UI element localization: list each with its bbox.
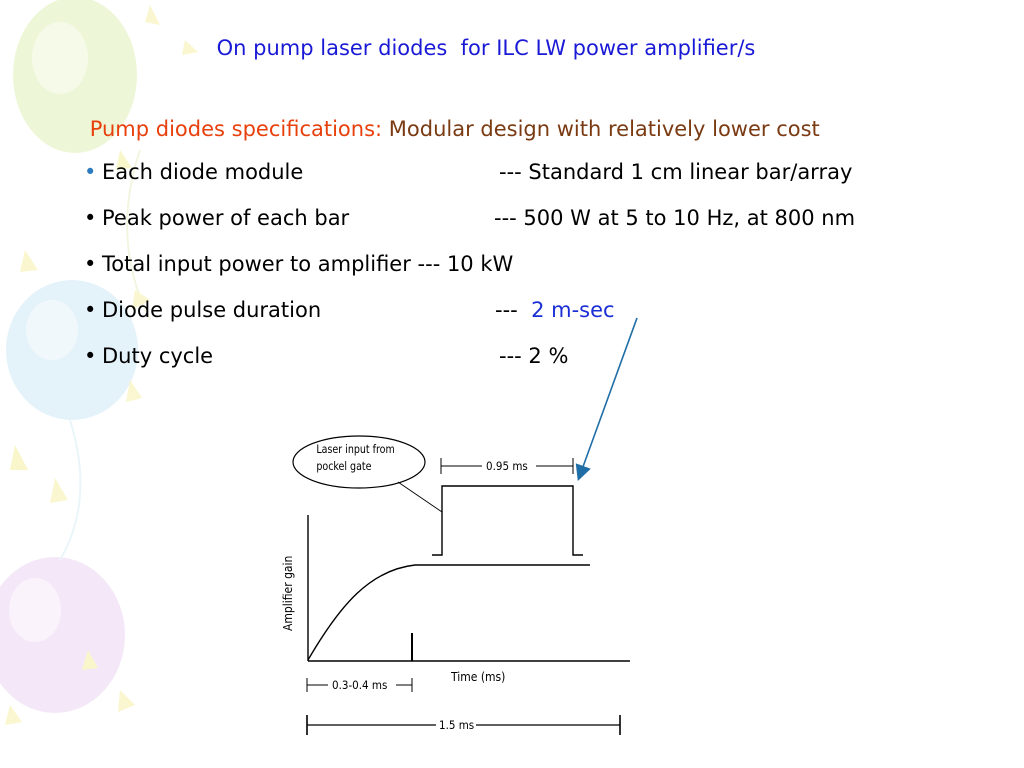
pointer-arrow xyxy=(575,317,638,482)
callout-line-2: pockel gate xyxy=(316,460,371,474)
bullet-label: Duty cycle xyxy=(102,344,214,368)
bullet-dot: • xyxy=(84,298,97,322)
slide-title: On pump laser diodes for ILC LW power am… xyxy=(216,36,756,60)
bullet-value: --- Standard 1 cm linear bar/array xyxy=(499,160,853,184)
gain-curve xyxy=(307,564,590,661)
pulse-width-label: 0.95 ms xyxy=(486,459,528,473)
bullet-item-duty-cycle: • Duty cycle --- 2 % xyxy=(84,343,984,369)
bullet-item-total-input-power: • Total input power to amplifier --- 10 … xyxy=(84,251,984,277)
gain-timing-diagram: Laser input from pockel gate 0.95 ms Amp… xyxy=(281,435,630,735)
bullet-item-peak-power: • Peak power of each bar --- 500 W at 5 … xyxy=(84,205,984,231)
callout-leader xyxy=(397,481,443,513)
x-axis-label: Time (ms) xyxy=(450,670,505,684)
bullet-value-highlight: 2 m-sec xyxy=(531,298,615,322)
bullet-label: Diode pulse duration xyxy=(102,298,322,322)
subtitle-prefix: Pump diodes specifications: xyxy=(89,117,383,141)
bullet-label: Peak power of each bar xyxy=(102,206,350,230)
bullet-label: Total input power to amplifier --- 10 kW xyxy=(102,252,514,276)
bullet-dot: • xyxy=(84,252,97,276)
bullet-value: --- 2 m-sec xyxy=(495,297,615,323)
y-axis-label: Amplifier gain xyxy=(281,556,295,631)
bullet-dot: • xyxy=(84,206,97,230)
slide-subtitle: Pump diodes specifications: Modular desi… xyxy=(63,93,820,165)
bullet-item-pulse-duration: • Diode pulse duration --- 2 m-sec xyxy=(84,297,984,323)
laser-pulse xyxy=(432,485,583,556)
total-label: 1.5 ms xyxy=(439,718,474,732)
bullet-value-prefix: --- xyxy=(495,298,532,322)
callout-bubble xyxy=(292,435,426,489)
bullet-dot: • xyxy=(84,344,97,368)
bullet-label: Each diode module xyxy=(102,160,304,184)
bullet-dot: • xyxy=(84,160,97,184)
bullet-value: --- 2 % xyxy=(499,344,569,368)
callout-line-1: Laser input from xyxy=(316,443,394,457)
rise-label: 0.3-0.4 ms xyxy=(332,678,387,692)
bullet-item-diode-module: • Each diode module --- Standard 1 cm li… xyxy=(84,159,984,185)
bullet-value: --- 500 W at 5 to 10 Hz, at 800 nm xyxy=(494,206,856,230)
subtitle-rest: Modular design with relatively lower cos… xyxy=(382,117,820,141)
